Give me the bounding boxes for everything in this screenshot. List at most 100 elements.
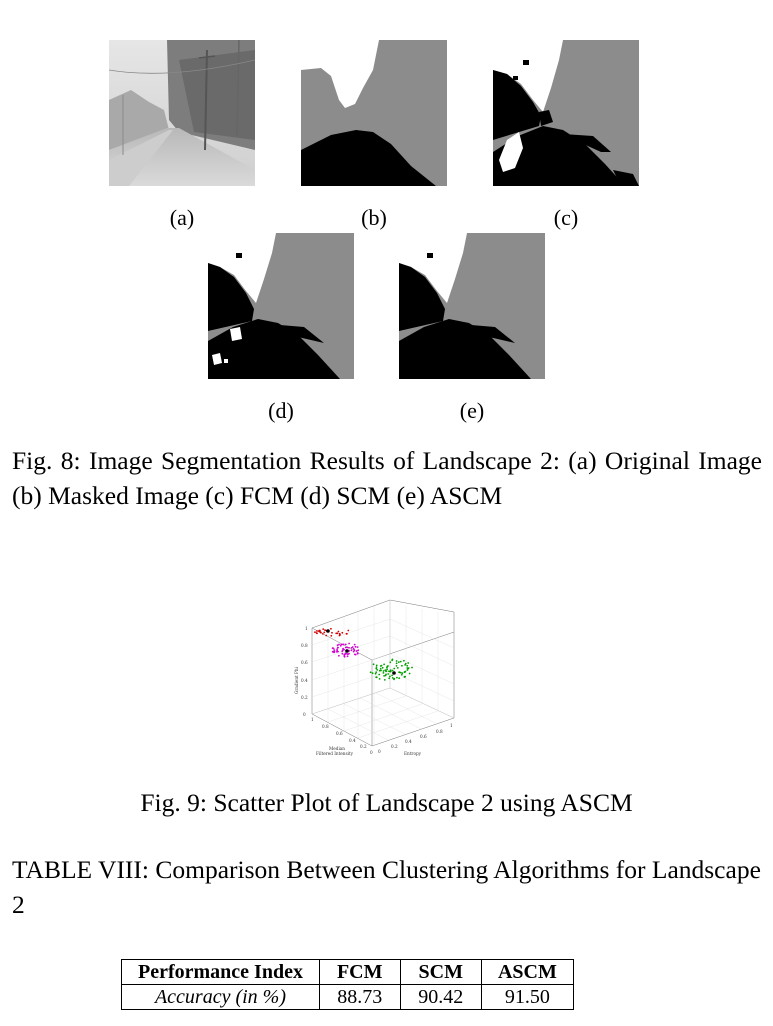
cluster3-point	[375, 671, 378, 674]
cluster2-point	[348, 652, 350, 655]
cluster3-point	[399, 660, 402, 663]
scatter-points	[314, 627, 413, 681]
cluster3-point	[369, 671, 372, 674]
cluster2-point	[357, 649, 360, 652]
x-tick-1: 1	[311, 717, 314, 722]
cluster3-point	[400, 673, 403, 676]
cluster3-point	[403, 675, 406, 678]
cluster3-point	[401, 664, 403, 667]
cluster3-point	[375, 664, 378, 667]
y-tick-0.2: 0.2	[391, 744, 398, 749]
x-tick-0.8: 0.8	[322, 724, 329, 729]
cluster2-point	[342, 643, 345, 646]
cluster1-point	[319, 629, 321, 632]
subfigure-label-b: (b)	[361, 205, 387, 230]
cluster3-point	[383, 675, 385, 677]
cluster2-point	[344, 646, 347, 649]
y-tick-0.4: 0.4	[405, 739, 412, 744]
cluster3-point	[374, 672, 377, 675]
cluster3-point	[388, 677, 391, 680]
cluster3-point	[407, 667, 410, 669]
y-tick-0.8: 0.8	[436, 729, 443, 734]
cluster3-point	[391, 677, 394, 679]
cluster3-point	[375, 666, 378, 668]
value-fcm: 88.73	[318, 984, 401, 1010]
cluster2-point	[338, 643, 340, 646]
header-fcm: FCM	[318, 959, 401, 985]
cluster2-point	[355, 650, 358, 652]
cluster3-point	[404, 664, 406, 666]
cluster3-point	[383, 663, 385, 666]
cluster2-point	[348, 642, 350, 645]
cluster3-point	[384, 674, 387, 677]
cluster3-point	[389, 669, 392, 672]
cluster3-point	[376, 669, 379, 671]
cluster3-point	[382, 670, 385, 672]
cluster3-point	[379, 667, 382, 670]
cluster2-point	[341, 652, 344, 655]
z-tick-0.2: 0.2	[301, 695, 308, 700]
ascm-result	[399, 233, 545, 379]
cluster2-point	[337, 650, 339, 653]
cluster3-point	[398, 671, 400, 674]
cluster3-point	[380, 664, 383, 667]
cluster2-point	[348, 646, 350, 649]
cluster-centroid	[345, 649, 349, 653]
cluster3-point	[371, 672, 374, 675]
cluster3-point	[403, 659, 405, 662]
cluster3-point	[399, 671, 402, 674]
cluster1-point	[324, 629, 326, 631]
cluster1-point	[316, 630, 318, 632]
cluster3-point	[398, 677, 401, 680]
cluster2-point	[356, 646, 359, 648]
cluster2-point	[336, 648, 338, 651]
y-tick-0.6: 0.6	[420, 734, 427, 739]
cluster1-point	[347, 629, 350, 632]
x-tick-0.2: 0.2	[360, 744, 367, 749]
subfigure-label-e: (e)	[459, 398, 485, 423]
cluster3-point	[408, 672, 411, 675]
cluster3-point	[378, 673, 381, 676]
x-tick-0: 0	[370, 750, 373, 755]
masked-image	[301, 40, 447, 186]
x-axis-label-line1: Median	[329, 746, 345, 751]
z-tick-0.4: 0.4	[301, 678, 308, 683]
cluster2-point	[344, 653, 346, 656]
cluster3-point	[395, 665, 398, 667]
cluster2-point	[344, 643, 347, 646]
y-axis-label: Entropy	[404, 751, 422, 756]
cluster3-point	[391, 658, 394, 661]
scm-result	[208, 233, 354, 379]
cluster-centroid	[392, 671, 396, 675]
cluster3-point	[388, 670, 390, 673]
header-scm: SCM	[399, 959, 482, 985]
cluster2-point	[333, 649, 336, 651]
subfigure-label-a: (a)	[169, 205, 195, 230]
cluster-centroid	[326, 629, 330, 633]
cluster1-point	[335, 632, 338, 635]
cluster1-point	[337, 630, 340, 633]
cluster3-point	[386, 668, 388, 671]
cluster1-point	[316, 632, 318, 635]
cluster3-point	[383, 679, 386, 681]
z-tick-1: 1	[305, 626, 308, 631]
cluster1-point	[339, 634, 341, 636]
cluster1-point	[322, 633, 324, 635]
cluster2-point	[331, 647, 334, 649]
cluster1-point	[314, 631, 316, 634]
cluster2-point	[354, 645, 357, 648]
cluster3-point	[393, 677, 396, 680]
cluster2-point	[346, 646, 349, 649]
cluster3-point	[406, 667, 409, 669]
cluster2-point	[338, 654, 340, 657]
x-tick-0.6: 0.6	[336, 731, 343, 736]
z-tick-0.6: 0.6	[301, 660, 308, 665]
cluster2-point	[353, 643, 356, 646]
subfigure-label-d: (d)	[268, 398, 294, 423]
cluster2-point	[339, 644, 342, 647]
cluster2-point	[352, 650, 355, 653]
cluster3-point	[393, 667, 396, 670]
cluster3-point	[387, 673, 390, 675]
table-header-row: Performance Index FCM SCM ASCM	[121, 959, 574, 985]
fig9-caption: Fig. 9: Scatter Plot of Landscape 2 usin…	[140, 788, 633, 817]
